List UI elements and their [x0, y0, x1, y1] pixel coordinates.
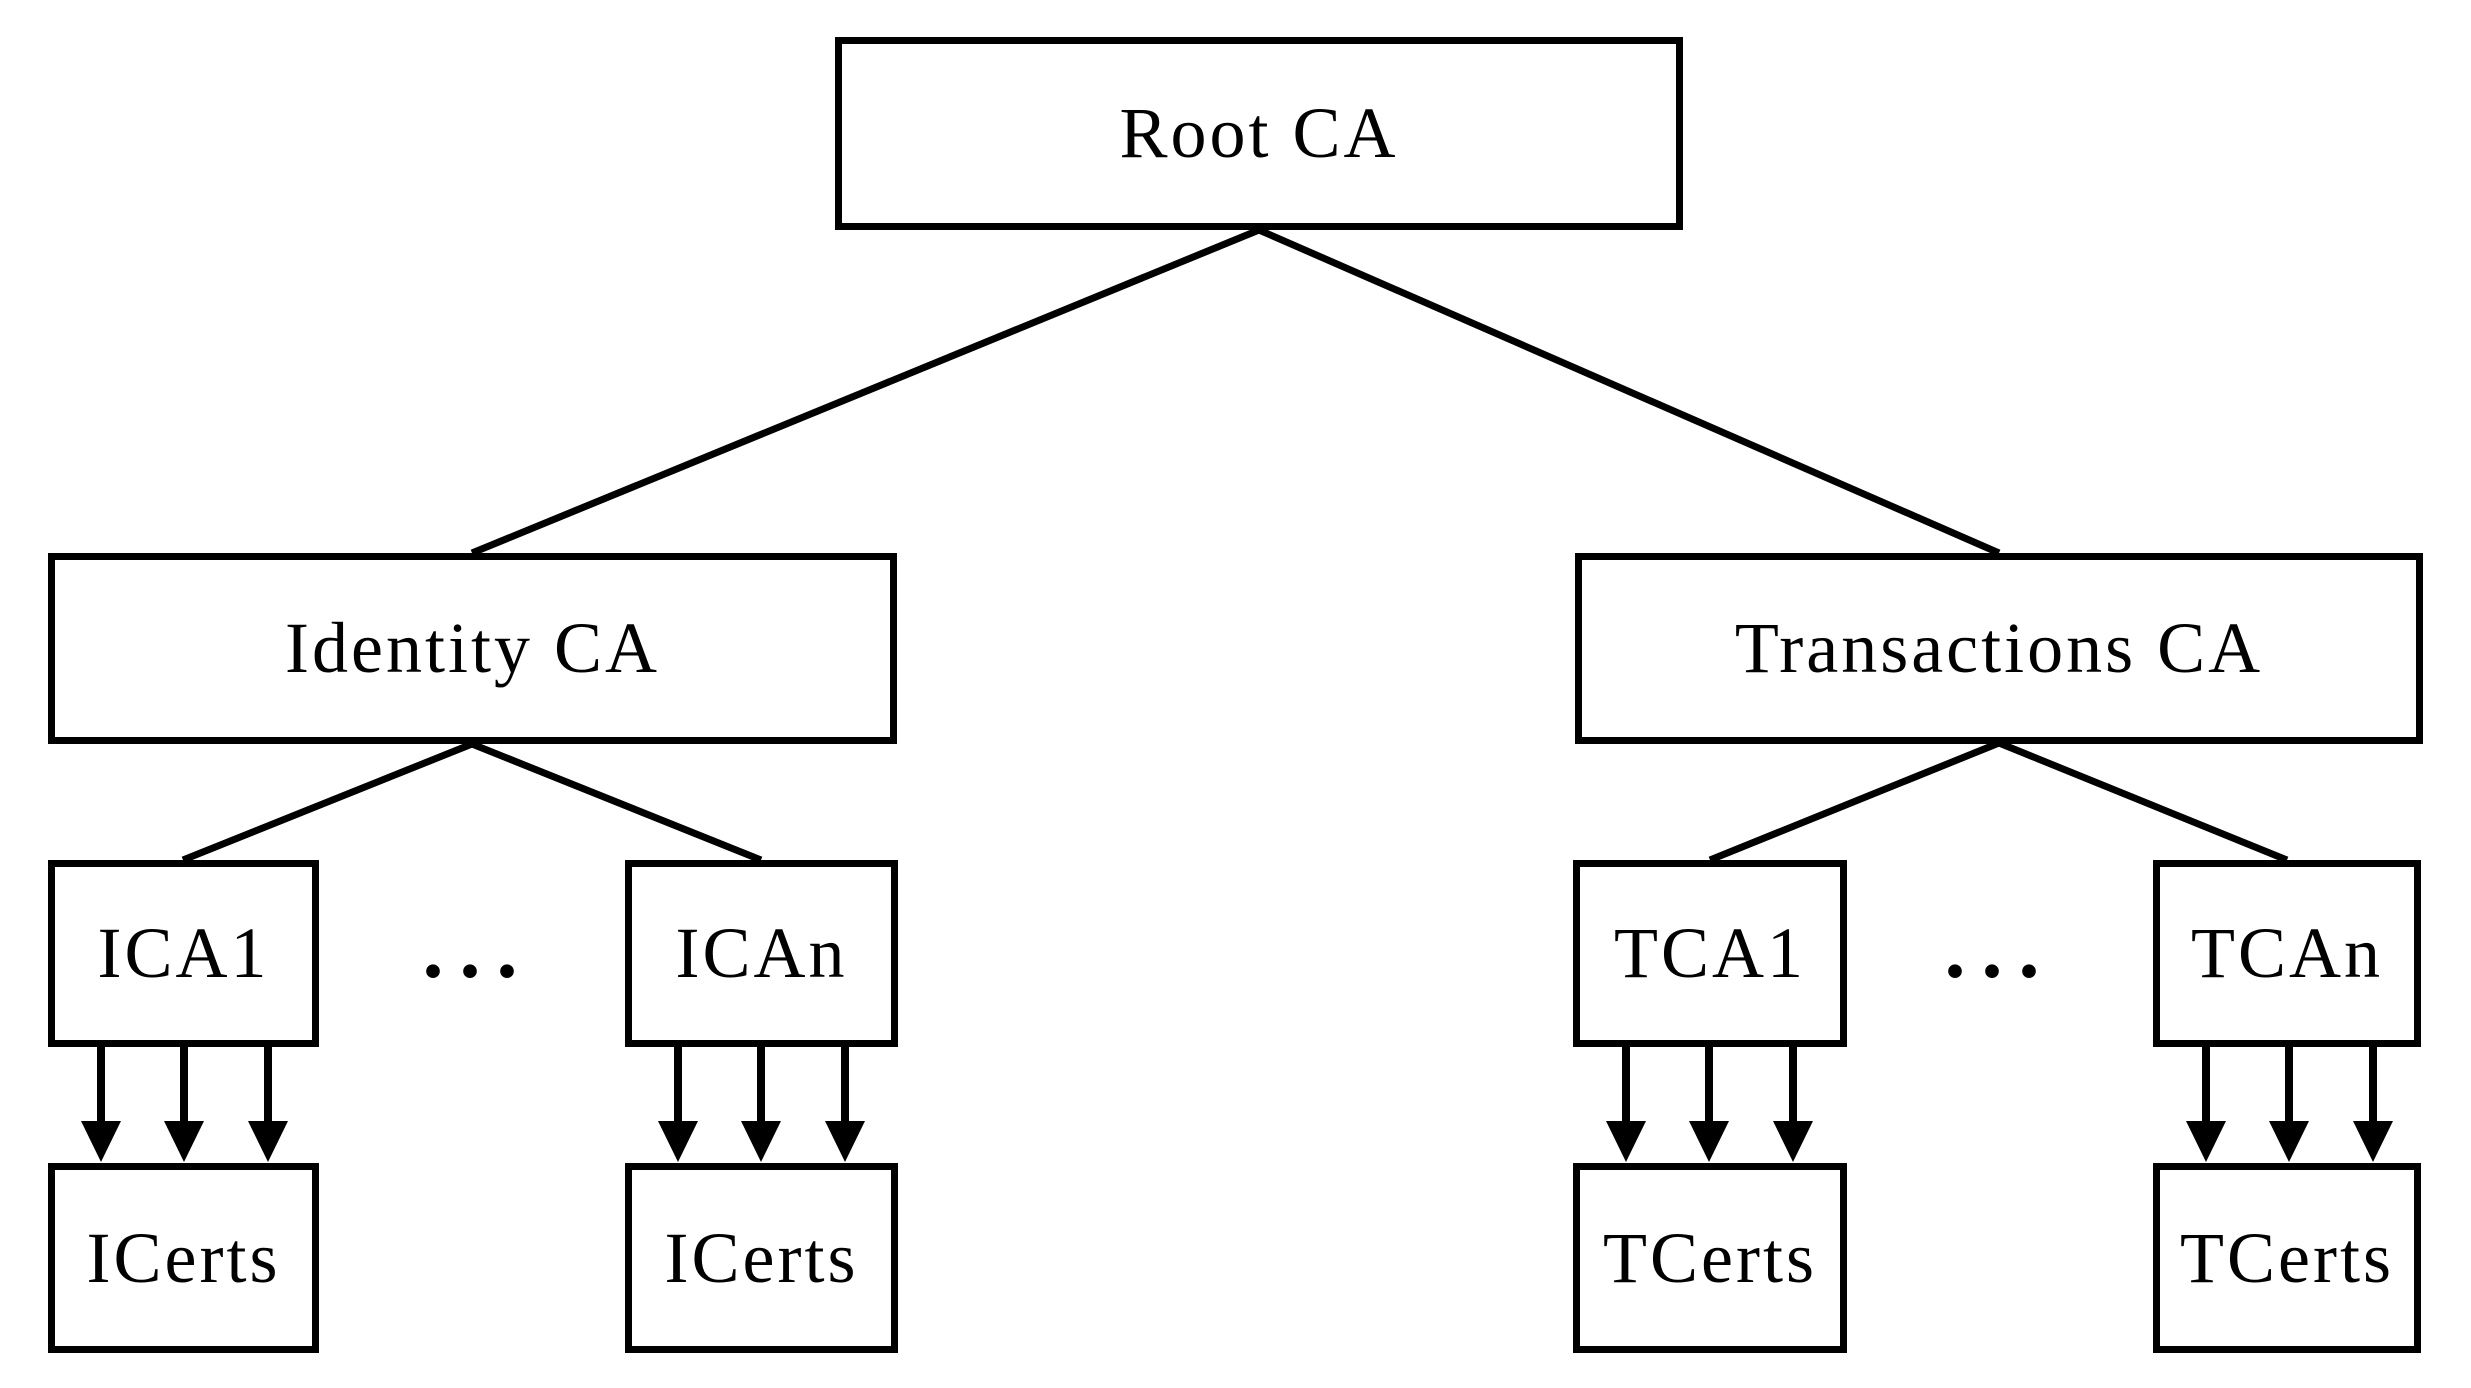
node-ica1: ICA1 [48, 860, 319, 1047]
node-ica1-label: ICA1 [97, 913, 270, 993]
arrow-head-icon [164, 1121, 204, 1162]
ellipsis-transactions-group: ... [1944, 903, 2056, 996]
node-ican: ICAn [625, 860, 898, 1047]
node-identity-ca: Identity CA [48, 553, 897, 744]
node-root-ca-label: Root CA [1119, 93, 1399, 173]
node-transactions-ca-label: Transactions CA [1734, 608, 2264, 688]
node-tca1-label: TCA1 [1614, 913, 1806, 993]
node-tcerts-under-tcan: TCerts [2153, 1163, 2421, 1353]
node-tcerts-under-tca1-label: TCerts [1603, 1217, 1817, 1298]
arrow-head-icon [2353, 1121, 2393, 1162]
edge-transactions-to-tcan [1997, 739, 2289, 864]
node-icerts-under-ican: ICerts [625, 1163, 898, 1353]
edge-identity-to-ica1 [181, 740, 474, 864]
issuance-arrows-ica1 [81, 1045, 288, 1162]
arrow-head-icon [1689, 1121, 1729, 1162]
arrow-head-icon [1606, 1121, 1646, 1162]
issuance-arrows-ican [658, 1045, 865, 1162]
arrow-head-icon [825, 1121, 865, 1162]
arrow-head-icon [1773, 1121, 1813, 1162]
node-tcan-label: TCAn [2191, 913, 2383, 993]
node-tcerts-under-tcan-label: TCerts [2180, 1217, 2394, 1298]
node-icerts-under-ica1-label: ICerts [86, 1217, 281, 1298]
node-tca1: TCA1 [1573, 860, 1847, 1047]
node-ican-label: ICAn [675, 913, 848, 993]
edge-root-to-identity [470, 226, 1261, 557]
node-transactions-ca: Transactions CA [1575, 553, 2423, 744]
tree-edges [181, 226, 2289, 864]
arrow-head-icon [248, 1121, 288, 1162]
node-icerts-under-ica1: ICerts [48, 1163, 319, 1353]
edge-transactions-to-tca1 [1708, 739, 2001, 864]
node-root-ca: Root CA [835, 37, 1683, 230]
node-identity-ca-label: Identity CA [285, 608, 660, 688]
node-tcerts-under-tca1: TCerts [1573, 1163, 1847, 1353]
issuance-arrows-tca1 [1606, 1045, 1813, 1162]
ellipsis-identity-group: ... [422, 903, 534, 996]
issuance-arrows-tcan [2186, 1045, 2393, 1162]
arrow-head-icon [741, 1121, 781, 1162]
node-icerts-under-ican-label: ICerts [664, 1217, 859, 1298]
arrow-head-icon [2186, 1121, 2226, 1162]
edge-identity-to-ican [470, 740, 763, 864]
arrow-head-icon [658, 1121, 698, 1162]
node-tcan: TCAn [2153, 860, 2421, 1047]
edge-root-to-transactions [1257, 226, 2001, 557]
arrow-head-icon [2269, 1121, 2309, 1162]
arrow-head-icon [81, 1121, 121, 1162]
